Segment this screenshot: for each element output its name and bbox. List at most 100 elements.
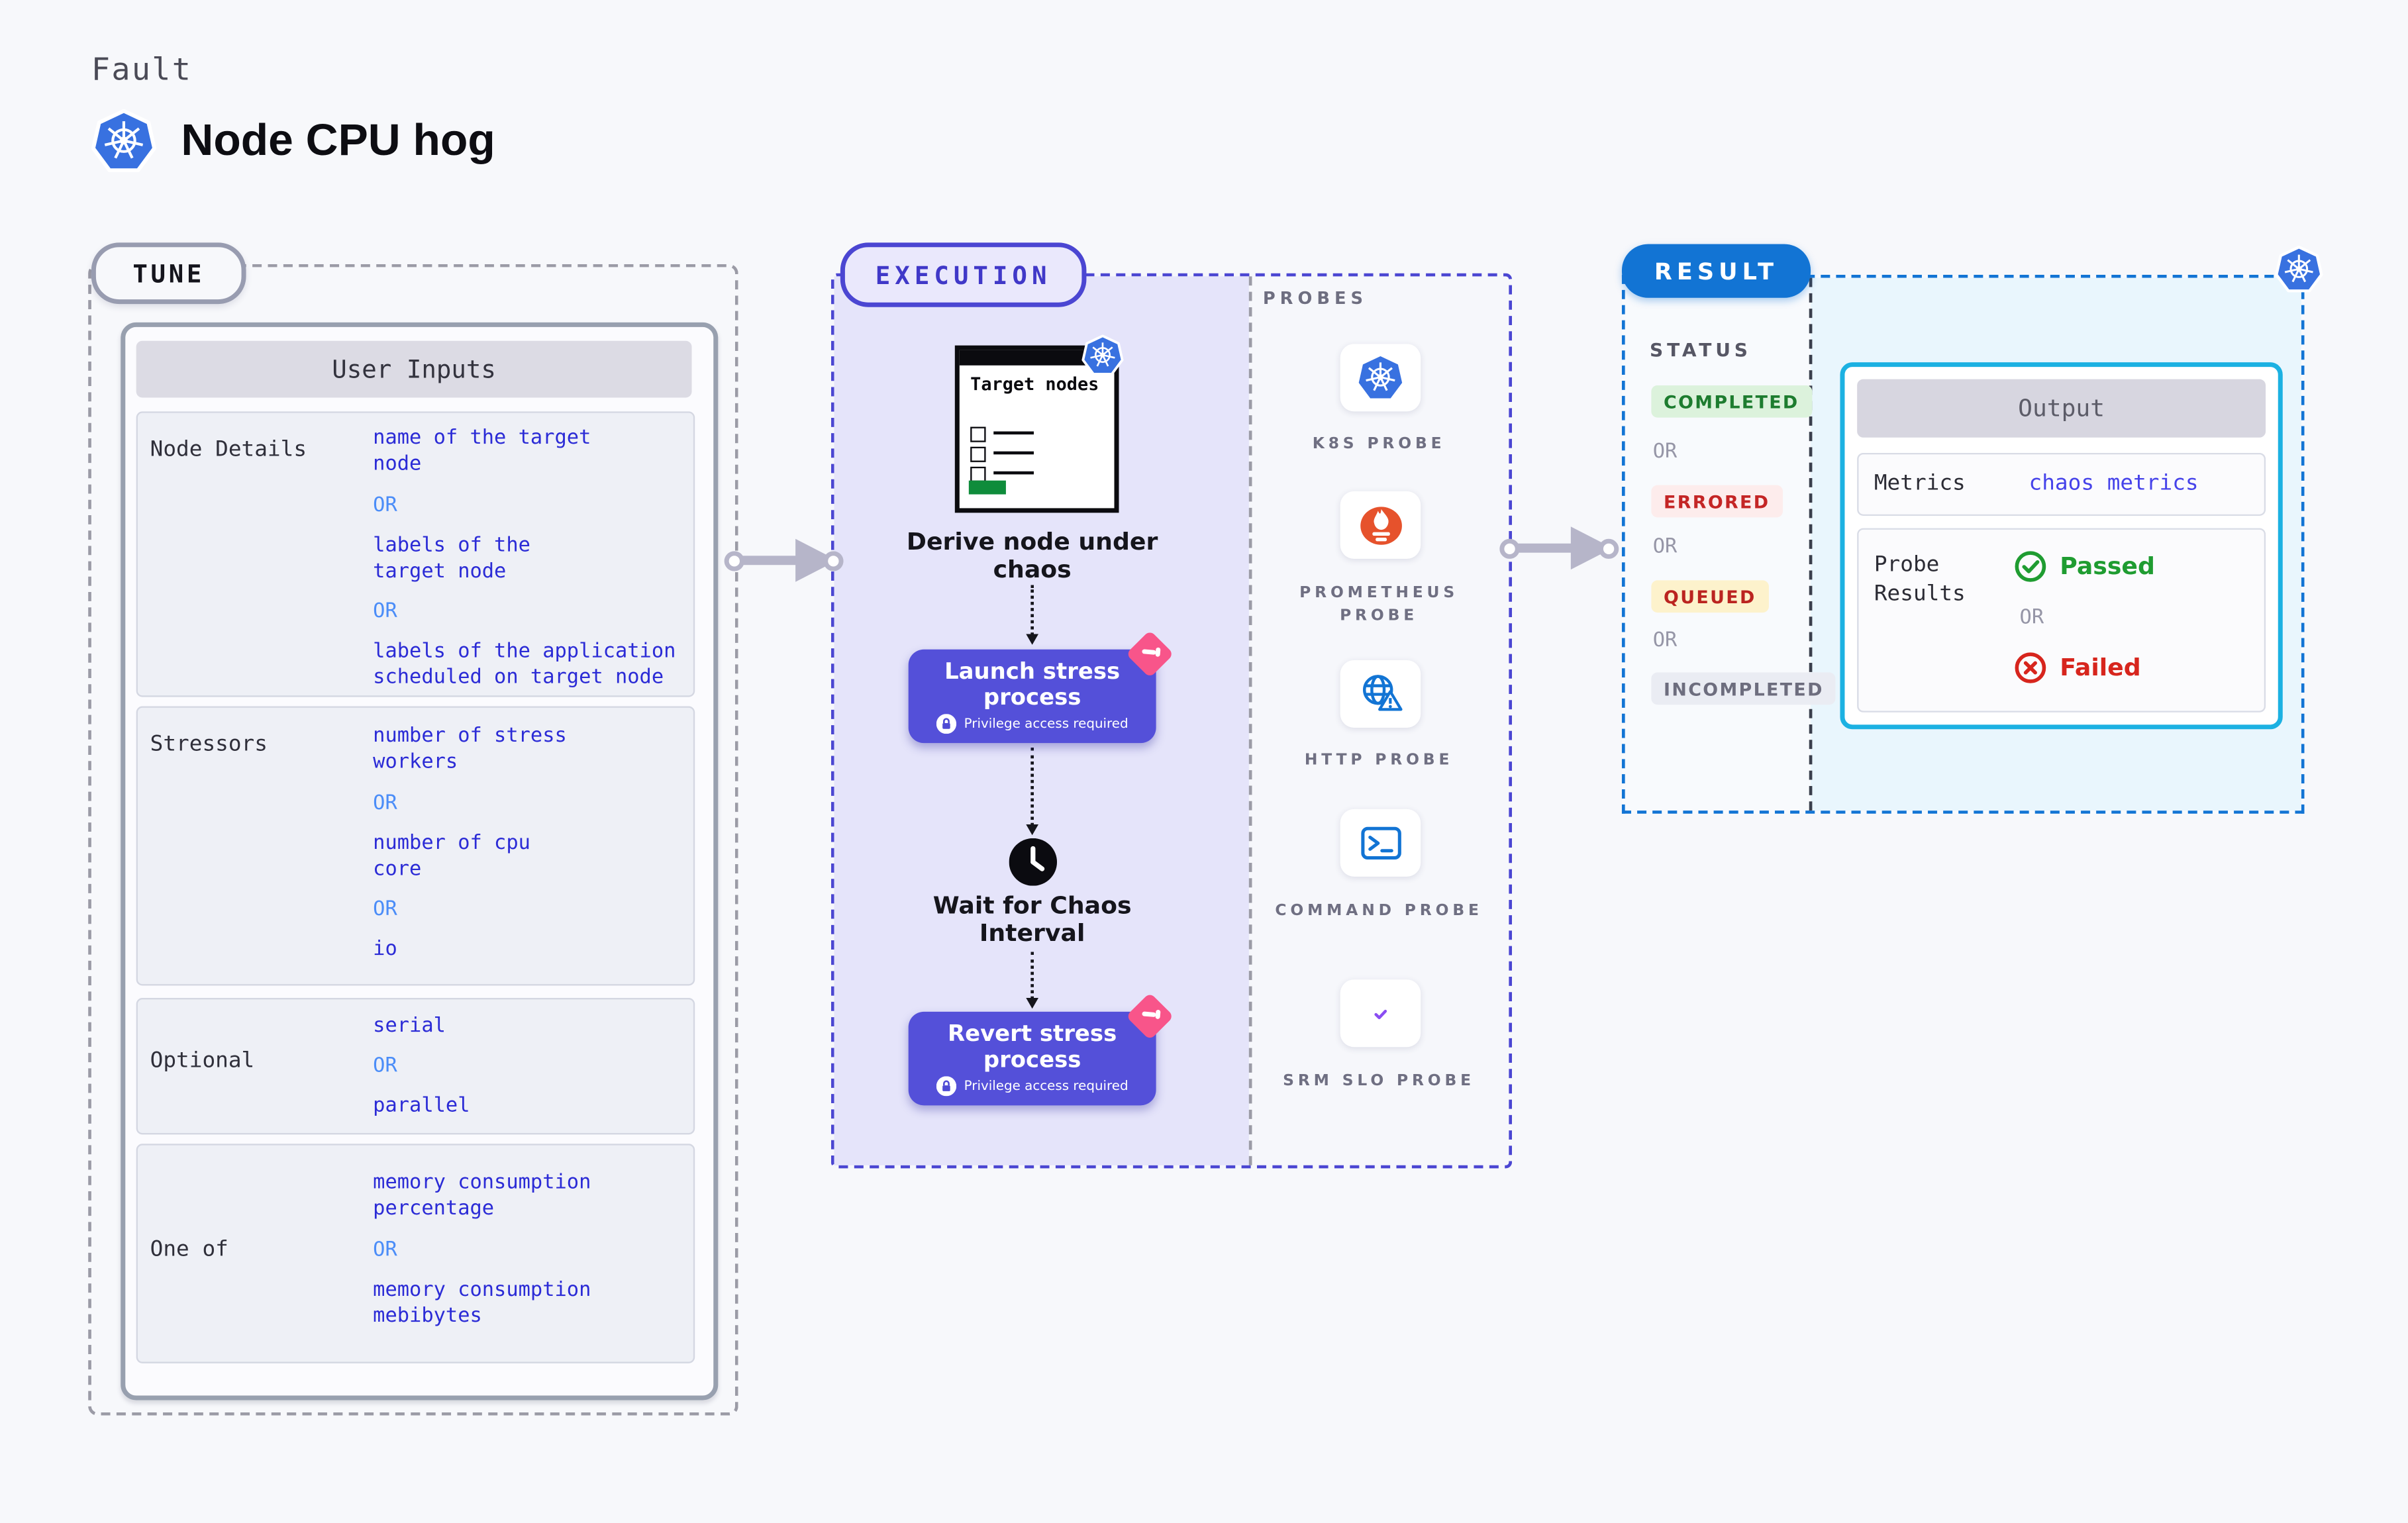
page-title: Node CPU hog	[181, 117, 495, 166]
prometheus-icon	[1355, 500, 1406, 551]
probes-heading: PROBES	[1262, 288, 1368, 309]
checkbox-icon	[970, 466, 986, 483]
x-circle-icon	[2013, 651, 2047, 685]
checkbox-icon	[970, 446, 986, 462]
probe-passed: Passed	[2013, 550, 2155, 583]
execution-badge: EXECUTION	[840, 242, 1087, 307]
probe-card-command	[1340, 809, 1421, 877]
http-globe-icon	[1354, 668, 1407, 720]
metrics-value: chaos metrics	[2029, 471, 2199, 496]
or-separator: OR	[373, 1055, 397, 1079]
input-value: labels of the application scheduled on t…	[373, 640, 676, 690]
or-separator: OR	[1652, 536, 1678, 559]
row-values: memory consumption percentage OR memory …	[373, 1146, 687, 1346]
row-values: number of stress workers OR number of cp…	[373, 708, 687, 979]
input-value: number of cpu core	[373, 831, 530, 881]
input-value: serial	[373, 1014, 446, 1038]
arrow-tune-to-execution	[724, 537, 858, 583]
srm-slo-icon	[1354, 987, 1407, 1040]
flow-connector	[1025, 748, 1038, 836]
launch-stress-step: Launch stress process Privilege access r…	[908, 630, 1174, 744]
kubernetes-icon	[1356, 353, 1405, 402]
probe-results-row: Probe Results Passed OR Failed	[1857, 528, 2266, 712]
output-card: Output Metrics chaos metrics Probe Resul…	[1840, 362, 2283, 730]
input-value: number of stress workers	[373, 724, 567, 775]
probe-failed: Failed	[2013, 651, 2141, 685]
user-inputs-title: User Inputs	[136, 340, 692, 398]
probes-divider	[1248, 276, 1252, 1165]
tune-badge: TUNE	[91, 242, 246, 305]
kubernetes-icon	[2275, 246, 2323, 293]
arrow-execution-to-result	[1499, 525, 1632, 571]
probe-label: COMMAND PROBE	[1275, 903, 1483, 920]
card-titlebar	[959, 350, 1115, 366]
or-separator: OR	[373, 791, 397, 815]
or-separator: OR	[373, 493, 397, 517]
clock-icon	[1009, 838, 1057, 886]
input-row-one-of: One of memory consumption percentage OR …	[136, 1144, 695, 1363]
input-value: name of the target node	[373, 426, 591, 477]
row-label: One of	[150, 1237, 228, 1262]
passed-label: Passed	[2060, 552, 2155, 581]
lock-icon	[936, 1076, 956, 1096]
or-separator: OR	[373, 1238, 397, 1261]
command-terminal-icon	[1355, 818, 1406, 869]
probe-card-prometheus	[1340, 491, 1421, 559]
status-badge-completed: COMPLETED	[1651, 385, 1812, 418]
kubernetes-icon	[91, 109, 156, 173]
tune-section	[88, 264, 738, 1416]
list-line	[993, 431, 1034, 435]
flow-connector	[1025, 585, 1038, 645]
step-title: Revert stress process	[947, 1022, 1117, 1073]
revert-stress-step: Revert stress process Privilege access r…	[908, 992, 1174, 1106]
probe-card-k8s	[1340, 344, 1421, 412]
input-row-node-details: Node Details name of the target node OR …	[136, 411, 695, 697]
or-separator: OR	[2019, 606, 2044, 630]
lock-icon	[936, 714, 956, 734]
list-line	[993, 451, 1034, 455]
row-label: Stressors	[150, 732, 268, 758]
output-title: Output	[1857, 379, 2266, 438]
step-title: Launch stress process	[944, 660, 1121, 711]
row-label: Node Details	[150, 437, 307, 462]
probe-label: HTTP PROBE	[1304, 752, 1454, 769]
privilege-note: Privilege access required	[964, 1078, 1129, 1094]
input-value: memory consumption percentage	[373, 1171, 591, 1221]
input-value: labels of the target node	[373, 533, 530, 583]
status-badge-errored: ERRORED	[1651, 485, 1783, 518]
input-value: parallel	[373, 1095, 470, 1118]
or-separator: OR	[1652, 440, 1678, 464]
check-circle-icon	[2013, 550, 2047, 583]
row-values: name of the target node OR labels of the…	[373, 413, 687, 707]
metrics-row: Metrics chaos metrics	[1857, 452, 2266, 516]
input-row-stressors: Stressors number of stress workers OR nu…	[136, 706, 695, 986]
privilege-note: Privilege access required	[964, 716, 1129, 732]
input-value: io	[373, 938, 397, 961]
probe-card-http	[1340, 660, 1421, 728]
probe-label: SRM SLO PROBE	[1283, 1073, 1476, 1091]
or-separator: OR	[373, 600, 397, 624]
probe-card-srm-slo	[1340, 979, 1421, 1048]
probe-label: K8S PROBE	[1312, 436, 1446, 453]
kubernetes-icon	[1081, 334, 1123, 376]
selected-node-bar	[968, 480, 1006, 495]
wait-interval-label: Wait for Chaos Interval	[932, 892, 1132, 948]
result-divider	[1809, 277, 1813, 811]
metrics-label: Metrics	[1874, 471, 1966, 496]
derive-node-label: Derive node under chaos	[906, 528, 1158, 584]
flow-connector	[1025, 952, 1038, 1009]
input-row-optional: Optional serial OR parallel	[136, 998, 695, 1135]
result-badge: RESULT	[1621, 244, 1811, 298]
status-badge-queued: QUEUED	[1651, 580, 1769, 613]
probe-label: PROMETHEUS PROBE	[1299, 585, 1459, 625]
target-nodes-title: Target nodes	[970, 373, 1099, 395]
status-heading: STATUS	[1650, 339, 1752, 361]
list-line	[993, 471, 1034, 475]
row-label: Optional	[150, 1048, 255, 1073]
or-separator: OR	[373, 898, 397, 922]
status-badge-incompleted: INCOMPLETED	[1651, 672, 1836, 705]
failed-label: Failed	[2060, 654, 2141, 682]
probe-results-label: Probe Results	[1874, 552, 1966, 607]
row-values: serial OR parallel	[373, 999, 687, 1135]
